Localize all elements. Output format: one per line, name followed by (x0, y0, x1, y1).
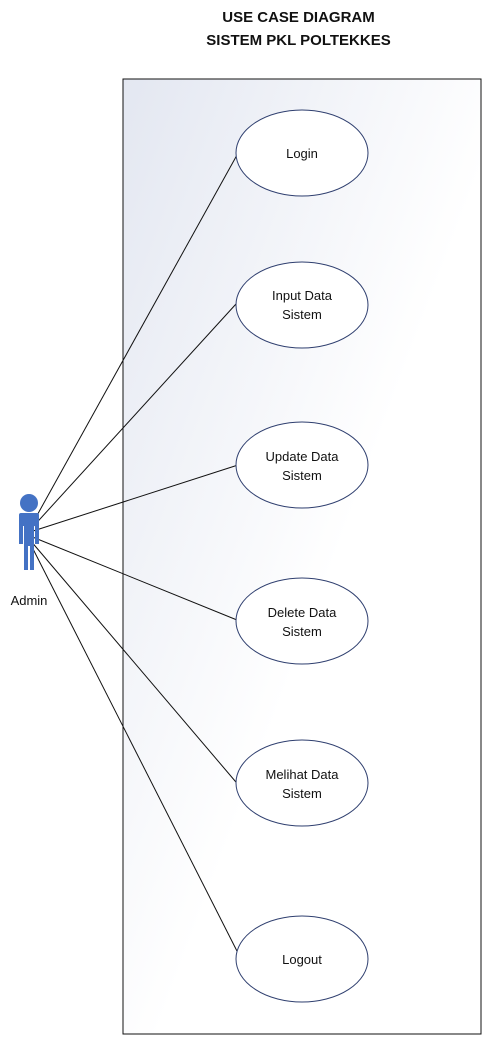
association-input-data (29, 303, 237, 531)
use-case-melihat-data[interactable]: Melihat Data Sistem (235, 739, 369, 827)
use-case-label: Sistem (282, 307, 322, 322)
use-case-label: Logout (282, 952, 322, 967)
actor-label: Admin (11, 593, 48, 608)
association-update-data (29, 464, 239, 533)
association-delete-data (29, 535, 238, 621)
use-case-label: Sistem (282, 468, 322, 483)
use-case-ellipse (235, 915, 369, 1003)
diagram-title: USE CASE DIAGRAM (222, 9, 375, 26)
diagram-subtitle: SISTEM PKL POLTEKKES (206, 32, 391, 49)
association-login (29, 154, 238, 529)
use-case-label: Update Data (266, 449, 340, 464)
association-logout (29, 542, 241, 958)
person-icon (19, 494, 39, 570)
use-case-label: Melihat Data (266, 767, 340, 782)
use-case-ellipse (235, 739, 369, 827)
use-case-label: Delete Data (268, 605, 337, 620)
use-case-label: Login (286, 146, 318, 161)
use-case-ellipse (235, 421, 369, 509)
use-case-input-data[interactable]: Input Data Sistem (235, 261, 369, 349)
use-case-ellipse (235, 577, 369, 665)
use-case-delete-data[interactable]: Delete Data Sistem (235, 577, 369, 665)
use-case-logout[interactable]: Logout (235, 915, 369, 1003)
system-boundary (122, 78, 482, 1035)
use-case-label: Sistem (282, 786, 322, 801)
use-case-label: Sistem (282, 624, 322, 639)
actor-admin[interactable]: Admin (11, 494, 48, 608)
use-case-ellipse (235, 261, 369, 349)
use-case-update-data[interactable]: Update Data Sistem (235, 421, 369, 509)
associations (29, 154, 242, 958)
use-case-login[interactable]: Login (235, 109, 369, 197)
association-melihat-data (29, 539, 242, 789)
use-case-label: Input Data (272, 288, 333, 303)
use-case-ellipse (235, 109, 369, 197)
